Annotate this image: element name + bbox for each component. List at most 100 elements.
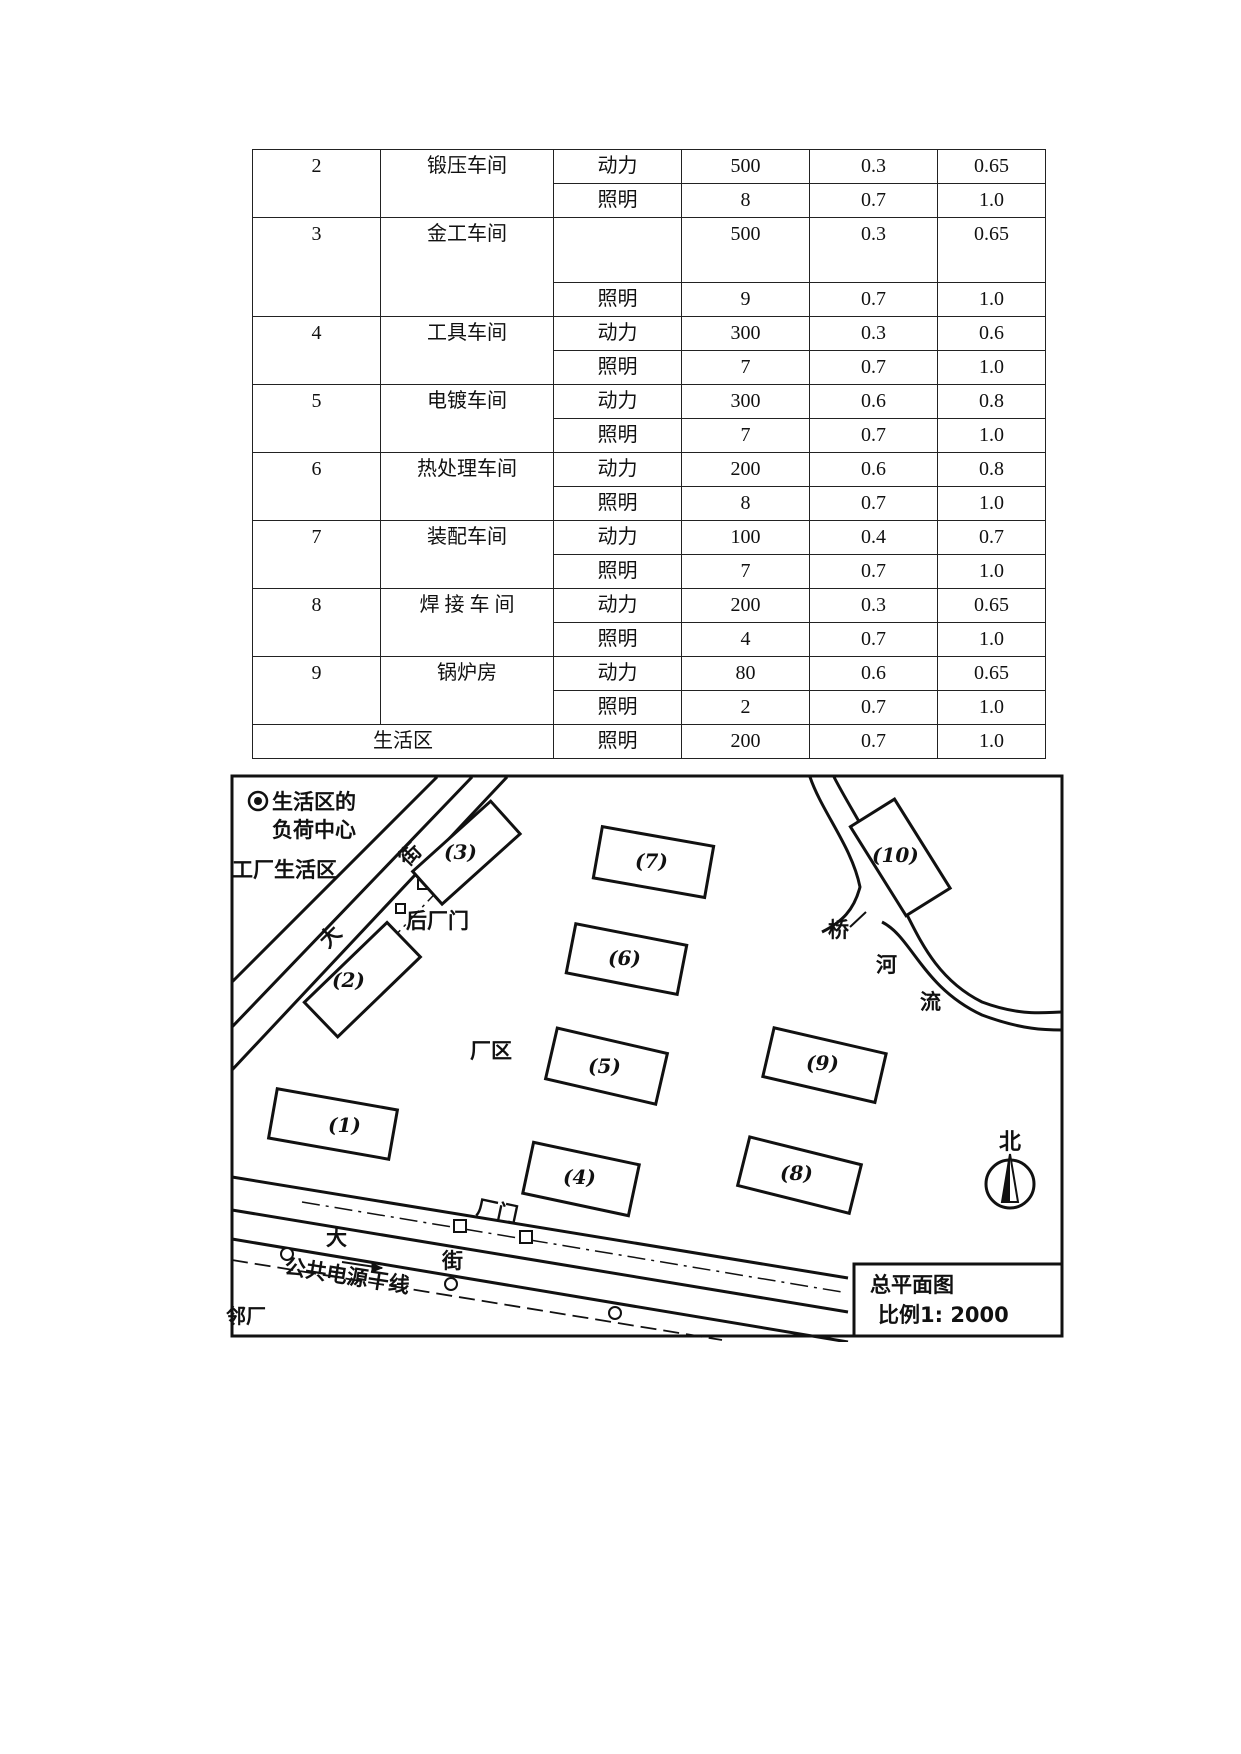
power-type-cell: 动力 [553, 316, 682, 351]
lighting-capacity-cell: 4 [681, 622, 810, 657]
power-cos-cell: 0.65 [937, 217, 1046, 283]
north-label: 北 [999, 1130, 1021, 1155]
building-2 [302, 920, 423, 1039]
power-cos-cell: 0.6 [937, 316, 1046, 351]
legend-line-1: 生活区的 [272, 790, 356, 814]
gate-post-2 [519, 1230, 533, 1244]
building-4-label: (4) [563, 1165, 596, 1189]
living-area-cell: 生活区 [252, 724, 554, 759]
power-cos-cell: 0.8 [937, 452, 1046, 487]
lighting-kd-cell: 0.7 [809, 554, 938, 589]
lighting-capacity-cell: 8 [681, 183, 810, 218]
lighting-kd-cell: 0.7 [809, 622, 938, 657]
power-capacity-cell: 500 [681, 217, 810, 283]
lighting-capacity-cell: 2 [681, 690, 810, 725]
lighting-type-cell: 照明 [553, 690, 682, 725]
workshop-number: 7 [252, 520, 381, 589]
power-pole-3 [608, 1306, 622, 1320]
lighting-cos-cell: 1.0 [937, 486, 1046, 521]
power-capacity-cell: 500 [681, 149, 810, 184]
power-capacity-cell: 200 [681, 452, 810, 487]
power-kd-cell: 0.6 [809, 452, 938, 487]
building-5 [543, 1026, 670, 1106]
site-plan: (1) (2) (3) (4) (5) (6) (7) (8) (9) (10)… [222, 772, 1072, 1342]
building-5-label: (5) [588, 1054, 621, 1078]
north-arrow-icon [984, 1153, 1036, 1210]
lighting-type-cell: 照明 [553, 622, 682, 657]
back-gate-label: 后厂门 [406, 909, 469, 933]
power-cos-cell: 0.65 [937, 149, 1046, 184]
lighting-type-cell: 照明 [553, 282, 682, 317]
workshop-number: 8 [252, 588, 381, 657]
power-type-cell: 动力 [553, 149, 682, 184]
plan-frame [230, 774, 1064, 1338]
building-7-label: (7) [635, 849, 668, 873]
bottom-street [231, 1175, 849, 1342]
power-cos-cell: 0.8 [937, 384, 1046, 419]
workshop-name: 热处理车间 [380, 452, 554, 521]
workshop-name: 装配车间 [380, 520, 554, 589]
river-char-2: 流 [920, 990, 941, 1014]
living-area-label: 工厂生活区 [232, 858, 337, 882]
building-2-label: (2) [332, 968, 365, 992]
building-7 [591, 824, 716, 900]
power-type-cell: 动力 [553, 656, 682, 691]
lighting-kd-cell: 0.7 [809, 486, 938, 521]
lighting-kd-cell: 0.7 [809, 690, 938, 725]
river-char-1: 河 [876, 953, 897, 977]
power-line-label: 公共电源干线 [283, 1255, 411, 1298]
power-pole-2 [444, 1277, 458, 1291]
lighting-kd-cell: 0.7 [809, 183, 938, 218]
power-cos-cell: 0.65 [937, 656, 1046, 691]
lighting-capacity-cell: 7 [681, 350, 810, 385]
power-cos-cell: 0.65 [937, 588, 1046, 623]
power-pole-1 [280, 1247, 294, 1261]
lighting-kd-cell: 0.7 [809, 418, 938, 453]
lighting-type-cell: 照明 [553, 183, 682, 218]
lighting-capacity-cell: 7 [681, 418, 810, 453]
power-capacity-cell: 100 [681, 520, 810, 555]
neighbor-label: 邻厂 [226, 1304, 266, 1328]
building-9 [761, 1026, 888, 1105]
workshop-name: 锅炉房 [380, 656, 554, 725]
building-6 [564, 922, 689, 997]
workshop-name: 锻压车间 [380, 149, 554, 218]
building-1 [266, 1087, 400, 1161]
workshop-name: 电镀车间 [380, 384, 554, 453]
building-9-label: (9) [806, 1051, 839, 1075]
power-type-cell [553, 217, 682, 283]
workshop-name: 金工车间 [380, 217, 554, 317]
living-area-kd-cell: 0.7 [809, 724, 938, 759]
power-kd-cell: 0.3 [809, 588, 938, 623]
building-3-label: (3) [444, 840, 477, 864]
workshop-number: 9 [252, 656, 381, 725]
workshop-name: 焊 接 车 间 [380, 588, 554, 657]
plan-title: 总平面图 [870, 1273, 954, 1297]
building-8-label: (8) [780, 1161, 813, 1185]
lighting-cos-cell: 1.0 [937, 622, 1046, 657]
living-area-type-cell: 照明 [553, 724, 682, 759]
lighting-capacity-cell: 8 [681, 486, 810, 521]
power-type-cell: 动力 [553, 588, 682, 623]
building-1-label: (1) [328, 1113, 361, 1137]
living-area-capacity-cell: 200 [681, 724, 810, 759]
building-4 [520, 1140, 642, 1218]
lighting-type-cell: 照明 [553, 486, 682, 521]
lighting-cos-cell: 1.0 [937, 350, 1046, 385]
power-type-cell: 动力 [553, 384, 682, 419]
